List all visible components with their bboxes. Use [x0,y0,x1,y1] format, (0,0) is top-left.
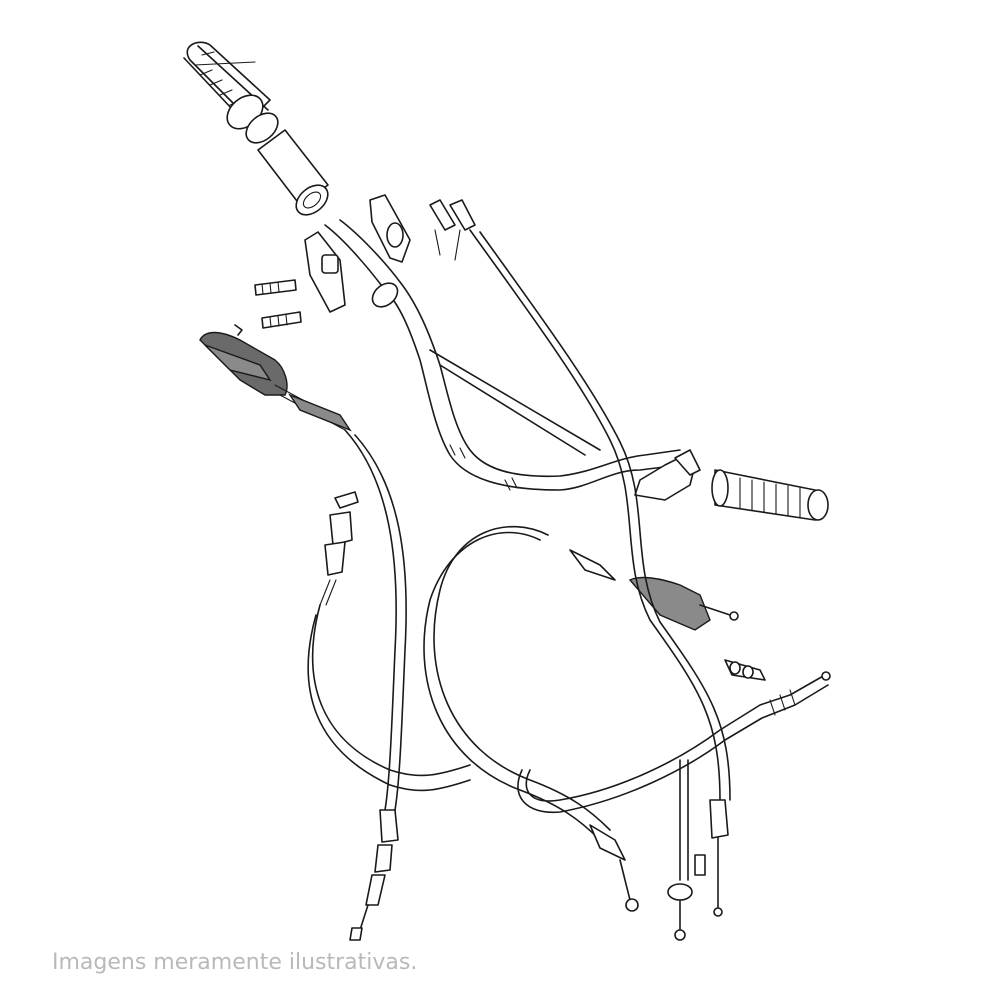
right-lever-cable [423,525,639,912]
clutch-perch [634,449,701,501]
left-grip [183,41,279,144]
speedometer-cable [307,491,471,792]
choke-cable [667,759,706,941]
throttle-sleeve [257,129,329,216]
disclaimer-caption: Imagens meramente ilustrativas. [52,950,418,975]
handlebar [324,219,681,491]
right-switch-housing [628,576,739,631]
clutch-and-throttle-cables [429,199,731,917]
screw-2 [261,311,302,329]
right-grip [711,469,829,521]
clutch-cable [517,671,831,814]
cable-clip [724,659,766,681]
throttle-cables [344,429,407,941]
screw-1 [254,279,297,296]
throttle-housing [304,194,411,313]
left-switch-housing [199,324,352,432]
